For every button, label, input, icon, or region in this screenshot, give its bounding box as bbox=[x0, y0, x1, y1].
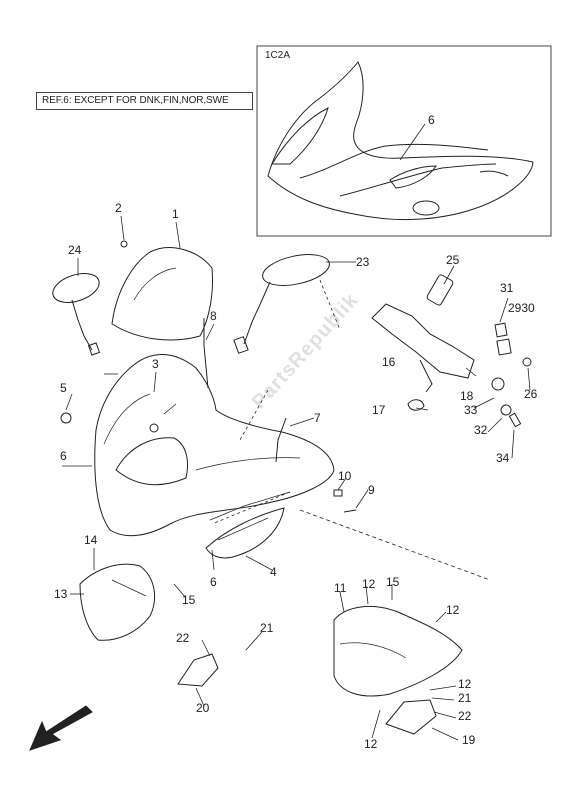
callout-11: 11 bbox=[334, 581, 347, 595]
callout-15-right: 15 bbox=[386, 575, 400, 589]
callout-32: 32 bbox=[474, 423, 488, 437]
alt-cowling-part bbox=[267, 61, 534, 220]
callout-22-right: 22 bbox=[458, 709, 472, 723]
callout-18: 18 bbox=[460, 389, 474, 403]
leader-lines bbox=[62, 215, 531, 741]
callout-9: 9 bbox=[368, 483, 375, 497]
callout-17: 17 bbox=[372, 403, 386, 417]
callout-1: 1 bbox=[172, 207, 179, 221]
callout-4: 4 bbox=[270, 565, 277, 579]
callout-3: 3 bbox=[152, 357, 159, 371]
right-side-panel-part bbox=[333, 606, 463, 697]
callout-14: 14 bbox=[84, 533, 98, 547]
callout-24: 24 bbox=[68, 243, 82, 257]
callout-15-left: 15 bbox=[182, 593, 196, 607]
callout-10: 10 bbox=[338, 469, 352, 483]
callout-2: 2 bbox=[115, 201, 122, 215]
callout-12-d: 12 bbox=[364, 737, 378, 751]
left-inner-panel-part bbox=[79, 563, 156, 641]
callout-8: 8 bbox=[210, 309, 217, 323]
reference-note: REF.6: EXCEPT FOR DNK,FIN,NOR,SWE bbox=[36, 92, 253, 110]
callout-2930: 2930 bbox=[508, 301, 535, 315]
callout-20: 20 bbox=[196, 701, 210, 715]
callout-31: 31 bbox=[500, 281, 514, 295]
callout-12-b: 12 bbox=[446, 603, 460, 617]
callout-33: 33 bbox=[464, 403, 478, 417]
callout-19: 19 bbox=[462, 733, 476, 747]
inset-box bbox=[256, 45, 552, 237]
callout-6-lower: 6 bbox=[210, 575, 217, 589]
callout-5: 5 bbox=[60, 381, 67, 395]
callout-7: 7 bbox=[314, 411, 321, 425]
callout-6-left: 6 bbox=[60, 449, 67, 463]
callout-22-left: 22 bbox=[176, 631, 190, 645]
left-mirror-part bbox=[52, 273, 101, 356]
upper-cowling-part bbox=[94, 354, 335, 537]
callout-26: 26 bbox=[524, 387, 538, 401]
lower-panel-decal-part bbox=[205, 507, 285, 559]
windscreen-part bbox=[111, 240, 213, 341]
callout-23: 23 bbox=[356, 255, 370, 269]
callout-13: 13 bbox=[54, 587, 68, 601]
callout-6-inset: 6 bbox=[428, 113, 435, 127]
callout-25: 25 bbox=[446, 253, 460, 267]
right-mirror-part bbox=[233, 254, 330, 354]
callout-21-left: 21 bbox=[260, 621, 274, 635]
callout-16: 16 bbox=[382, 355, 396, 369]
callout-34: 34 bbox=[496, 451, 510, 465]
inset-label: 1C2A bbox=[265, 50, 291, 61]
hardware-parts bbox=[60, 318, 532, 513]
stay-bracket-part bbox=[371, 274, 475, 393]
callout-12-c: 12 bbox=[458, 677, 472, 691]
brackets-part bbox=[177, 653, 437, 735]
front-direction-arrow bbox=[29, 705, 93, 751]
callout-12-a: 12 bbox=[362, 577, 376, 591]
callout-21-right: 21 bbox=[458, 691, 472, 705]
callout-labels: 1 2 3 4 5 6 6 6 7 8 9 10 11 12 12 12 12 … bbox=[54, 113, 538, 751]
